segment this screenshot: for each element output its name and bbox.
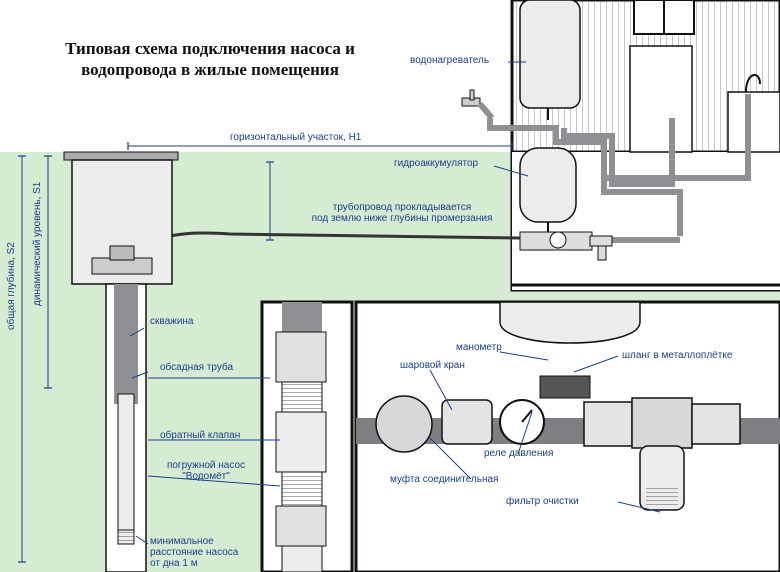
label-water-heater: водонагреватель xyxy=(410,55,490,66)
label-min-distance: минимальное расстояние насоса от дна 1 м xyxy=(150,536,238,569)
pressure-group-small xyxy=(519,231,613,261)
label-pump-line-1: погружной насос xyxy=(166,460,246,471)
label-accumulator: гидроаккумулятор xyxy=(394,158,479,169)
label-min-distance-line-1: минимальное xyxy=(150,536,214,547)
label-ball-valve: шаровой кран xyxy=(400,360,465,371)
well-head xyxy=(63,151,179,285)
label-pump: погружной насос "Водомёт" xyxy=(150,460,262,482)
label-pump-line-2: "Водомёт" xyxy=(182,471,230,482)
label-pipeline-line-2: под землю ниже глубины промерзания xyxy=(311,213,493,224)
label-min-distance-line-3: от дна 1 м xyxy=(150,558,198,569)
detail-frame-1 xyxy=(260,300,354,572)
label-coupling: муфта соединительная xyxy=(390,474,499,485)
label-pressure-relay: реле давления xyxy=(484,448,554,459)
label-total-depth: общая глубина, S2 xyxy=(6,242,17,330)
leader-lines xyxy=(129,61,661,545)
label-well: скважина xyxy=(150,316,194,327)
well-shaft xyxy=(105,283,147,572)
label-min-distance-line-2: расстояние насоса xyxy=(150,547,239,558)
label-casing-pipe: обсадная труба xyxy=(160,362,234,373)
diagram-title: Типовая схема подключения насоса и водоп… xyxy=(0,38,420,80)
label-metal-hose: шланг в металлоплётке xyxy=(622,350,733,361)
label-filter: фильтр очистки xyxy=(506,496,579,507)
hydroaccumulator xyxy=(519,147,577,236)
label-dynamic-level: динамический уровень, S1 xyxy=(32,181,43,306)
dimension-lines xyxy=(18,142,513,563)
water-heater xyxy=(519,0,581,120)
label-pipeline: трубопровод прокладывается под землю ниж… xyxy=(292,202,512,224)
title-line-1: Типовая схема подключения насоса и xyxy=(65,39,355,58)
label-check-valve: обратный клапан xyxy=(160,430,241,441)
detail-frame-2 xyxy=(354,300,780,572)
outdoor-tap xyxy=(461,89,495,120)
house-pipes xyxy=(487,94,751,243)
label-manometer: манометр xyxy=(456,342,502,353)
title-line-2: водопровода в жилые помещения xyxy=(81,60,339,79)
label-horizontal-section: горизонтальный участок, H1 xyxy=(230,132,362,143)
label-pipeline-line-1: трубопровод прокладывается xyxy=(332,202,472,213)
